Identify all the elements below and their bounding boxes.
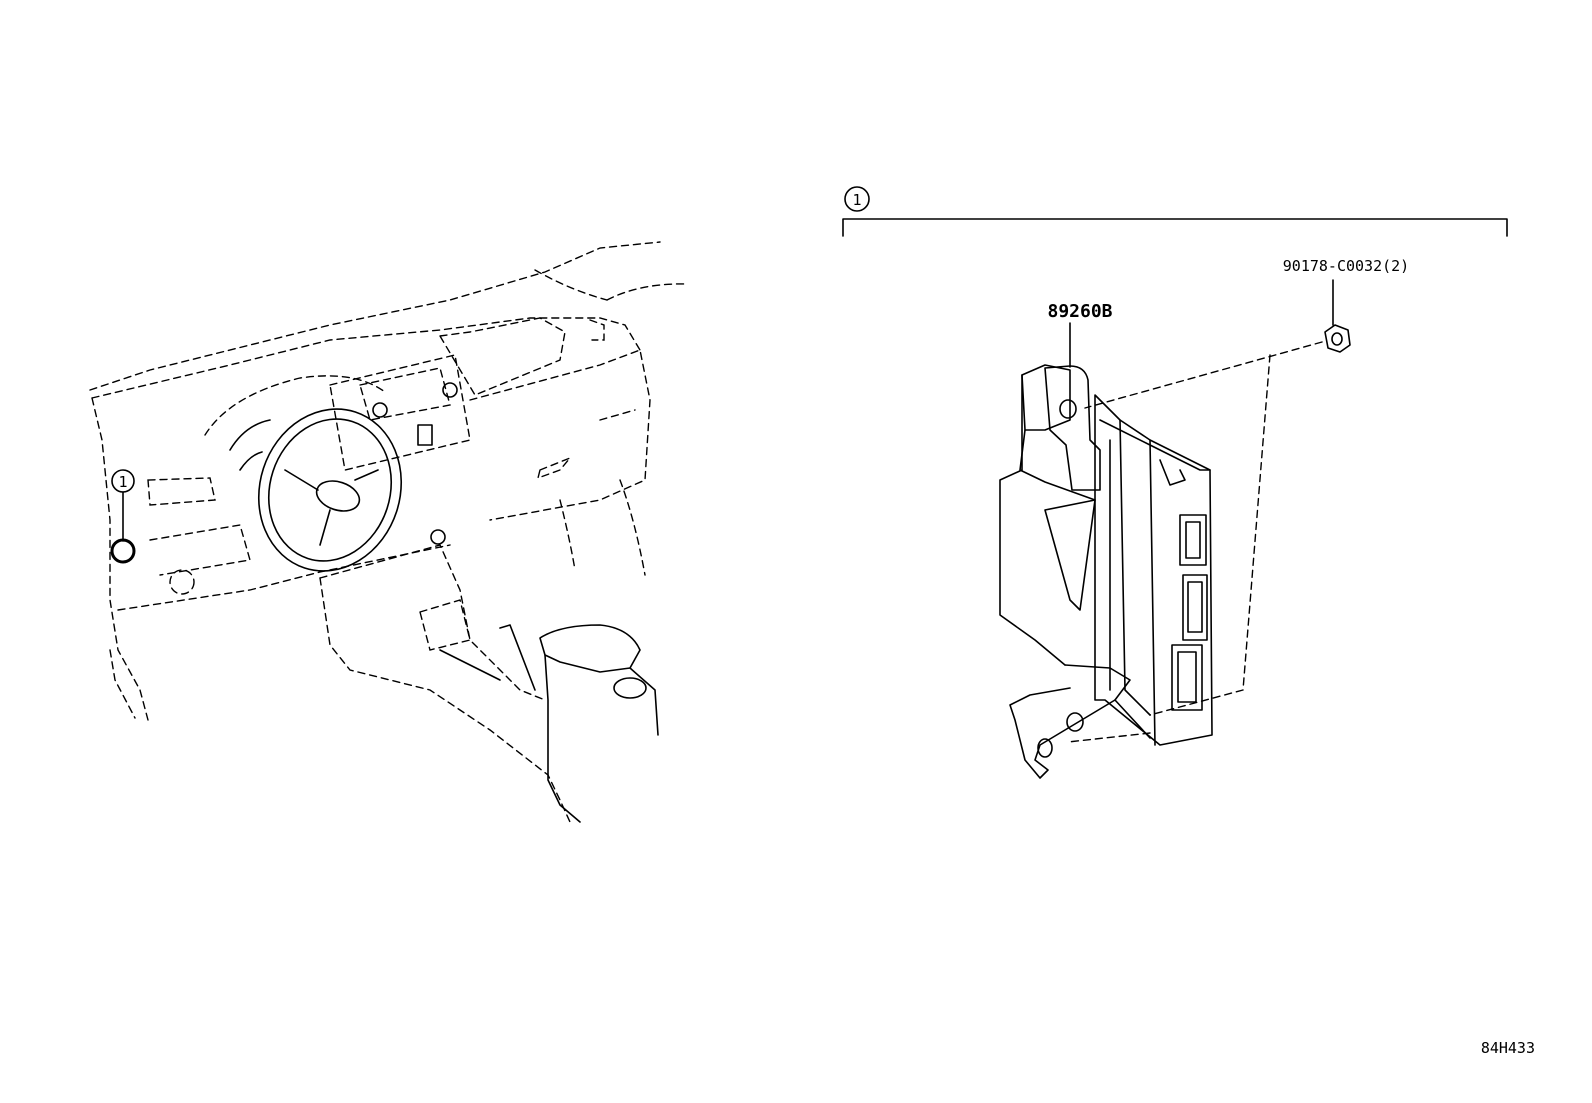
assembly-bracket: 1 [842, 186, 1508, 237]
dashboard-callout: 1 [110, 469, 136, 564]
ecu-module-illustration [999, 364, 1213, 779]
part-number-89260b: 89260B [1047, 301, 1112, 322]
steering-wheel [229, 408, 403, 572]
dashboard-illustration [89, 241, 687, 823]
part-label-90178: 90178-C0032(2) [1283, 257, 1409, 326]
part-number-90178: 90178-C0032(2) [1283, 257, 1409, 275]
part-label-89260b: 89260B [1047, 301, 1113, 368]
installation-guide-lines [1067, 341, 1323, 743]
callout-number: 1 [118, 473, 127, 491]
assembly-callout-number: 1 [852, 191, 861, 209]
nut-illustration [1324, 324, 1351, 353]
drawing-code: 84H433 [1481, 1039, 1535, 1057]
